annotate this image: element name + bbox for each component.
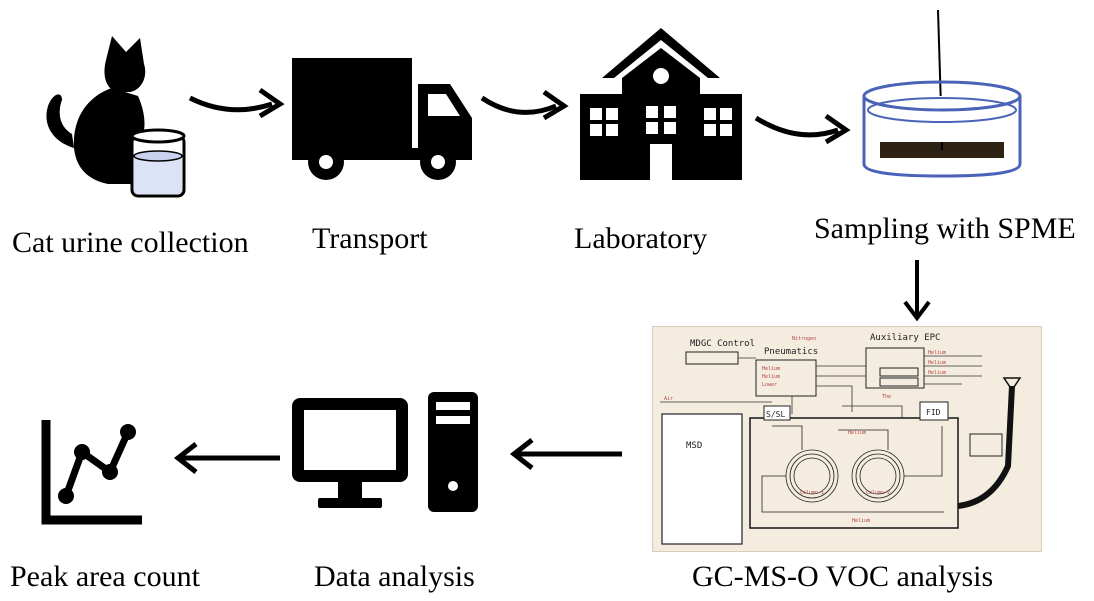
- label-transport: Transport: [312, 222, 428, 255]
- schem-ssl-label: S/SL: [766, 410, 785, 419]
- flow-arrow: [480, 89, 569, 121]
- label-sampling: Sampling with SPME: [814, 212, 1076, 245]
- cat-urine-icon: [46, 36, 186, 198]
- label-gcms: GC-MS-O VOC analysis: [692, 560, 994, 593]
- schem-fid-label: FID: [926, 408, 941, 417]
- line-chart-icon: [41, 420, 142, 525]
- schem-msd-label: MSD: [686, 441, 702, 451]
- laboratory-building-icon: [580, 28, 742, 180]
- flow-arrow-left: [173, 442, 280, 474]
- svg-text:Helium: Helium: [928, 350, 946, 356]
- svg-text:Helium: Helium: [762, 374, 780, 380]
- label-cat-urine: Cat urine collection: [12, 226, 249, 259]
- label-laboratory: Laboratory: [574, 222, 708, 255]
- svg-text:Column 2: Column 2: [866, 490, 890, 496]
- schem-pneumatics-label: Pneumatics: [764, 347, 818, 357]
- svg-text:Helium: Helium: [762, 366, 780, 372]
- truck-icon: [292, 58, 472, 180]
- flow-arrow-left: [509, 438, 622, 470]
- gcms-schematic-image: MDGC Control Pneumatics Auxiliary EPC Ni…: [652, 326, 1042, 552]
- label-data-analysis: Data analysis: [314, 560, 475, 593]
- label-peak-area: Peak area count: [10, 560, 200, 593]
- schem-aux-label: Auxiliary EPC: [870, 333, 940, 343]
- svg-text:Air: Air: [664, 396, 673, 402]
- flow-arrow: [188, 87, 285, 119]
- computer-icon: [292, 392, 478, 512]
- svg-text:Helium: Helium: [928, 360, 946, 366]
- flow-arrow: [754, 113, 851, 145]
- svg-text:Column 1: Column 1: [800, 490, 824, 496]
- svg-text:Helium: Helium: [928, 370, 946, 376]
- svg-text:Nitrogen: Nitrogen: [792, 336, 816, 342]
- svg-text:The: The: [882, 394, 891, 400]
- down-arrow: [903, 260, 931, 322]
- schem-mdgc-label: MDGC Control: [690, 339, 755, 349]
- svg-text:Helium: Helium: [852, 518, 870, 524]
- svg-text:Helium: Helium: [848, 430, 866, 436]
- svg-text:Lower: Lower: [762, 382, 777, 388]
- spme-sampling-dish-icon: [862, 9, 1022, 178]
